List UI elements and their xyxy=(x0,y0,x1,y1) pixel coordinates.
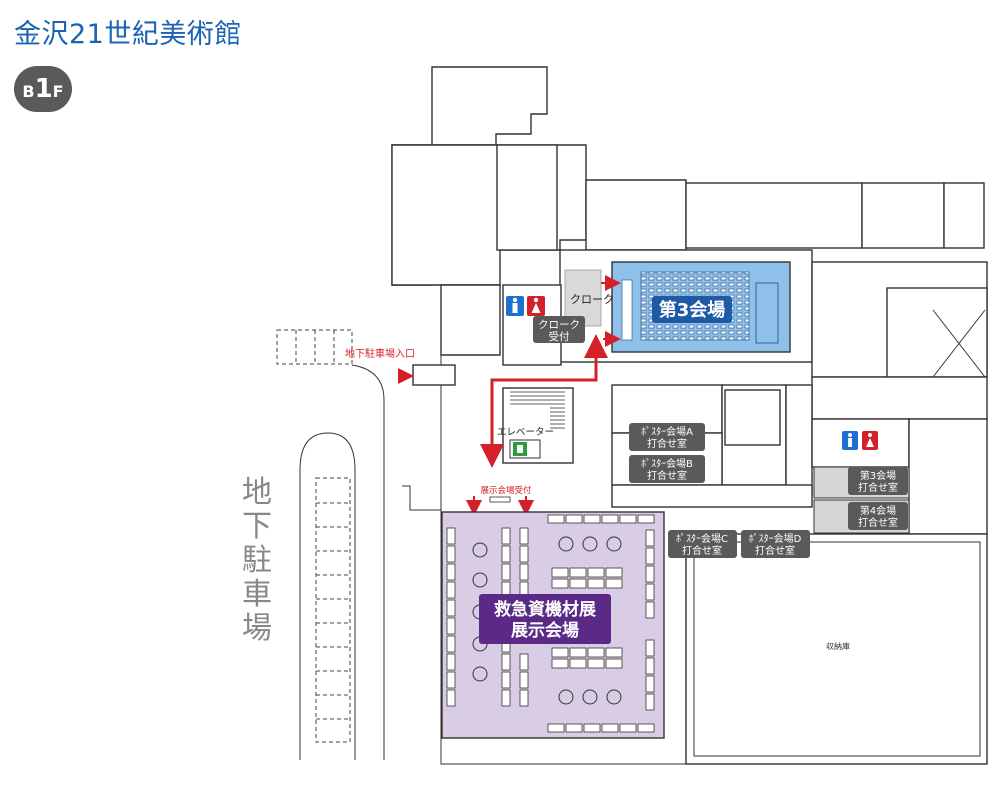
poster-c-line1: ﾎﾟｽﾀｰ会場C xyxy=(676,532,728,545)
parking-char-5: 場 xyxy=(242,611,272,646)
exhibition-label-badge xyxy=(479,594,611,644)
route-arrow-icon xyxy=(398,275,621,516)
storage-label: 収納庫 xyxy=(826,641,850,651)
parking-entrance-label: 地下駐車場入口 xyxy=(345,347,415,360)
parking-vertical-label: 地 下 駐 車 場 xyxy=(242,475,272,646)
restroom-icons-left xyxy=(506,296,545,316)
parking-char-3: 駐 xyxy=(242,543,272,578)
hall4-meeting-room-badge xyxy=(848,502,908,530)
cloak-reception-badge xyxy=(533,316,585,343)
parking-char-1: 地 xyxy=(242,475,272,510)
hall3-label-badge xyxy=(652,296,732,323)
cloak-reception-line2: 受付 xyxy=(549,330,570,343)
poster-d-line2: 打合せ室 xyxy=(755,544,795,557)
parking-area xyxy=(276,329,456,760)
exhibition-reception-label: 展示会場受付 xyxy=(480,485,532,496)
poster-c-meeting-room xyxy=(668,530,737,558)
exhibition-label-line2: 展示会場 xyxy=(511,620,579,641)
floor-badge-number: 1 xyxy=(34,74,53,104)
poster-a-line2: 打合せ室 xyxy=(647,437,687,450)
poster-d-meeting-room xyxy=(741,530,810,558)
hall3-meeting-room-badge xyxy=(848,467,908,495)
poster-b-meeting-room xyxy=(629,455,705,483)
poster-a-line1: ﾎﾟｽﾀｰ会場A xyxy=(641,425,693,438)
poster-b-line2: 打合せ室 xyxy=(647,469,687,482)
hall4-meeting-line2: 打合せ室 xyxy=(858,516,898,529)
elevator-label: エレベーター xyxy=(497,427,554,438)
exhibition-label-line1: 救急資機材展 xyxy=(494,599,596,620)
floor-badge-prefix: B xyxy=(22,82,35,101)
parking-stall-lines xyxy=(316,502,350,720)
poster-d-line1: ﾎﾟｽﾀｰ会場D xyxy=(749,532,802,545)
reception-desk xyxy=(489,496,511,503)
cloak-reception-line1: クローク xyxy=(538,319,580,331)
floor-badge-suffix: F xyxy=(52,82,64,101)
cloak-label: クローク xyxy=(570,293,614,306)
poster-a-meeting-room xyxy=(629,423,705,451)
restroom-icons-right xyxy=(842,431,878,450)
hall3-meeting-line2: 打合せ室 xyxy=(858,481,898,494)
poster-b-line1: ﾎﾟｽﾀｰ会場B xyxy=(641,457,693,470)
hall4-meeting-line1: 第4会場 xyxy=(860,504,896,517)
parking-char-4: 車 xyxy=(242,577,272,612)
parking-char-2: 下 xyxy=(242,509,272,544)
hall3-meeting-line1: 第3会場 xyxy=(860,469,896,482)
hall3-label: 第3会場 xyxy=(659,299,726,321)
page-title: 金沢21世紀美術館 xyxy=(14,19,242,50)
poster-c-line2: 打合せ室 xyxy=(682,544,722,557)
